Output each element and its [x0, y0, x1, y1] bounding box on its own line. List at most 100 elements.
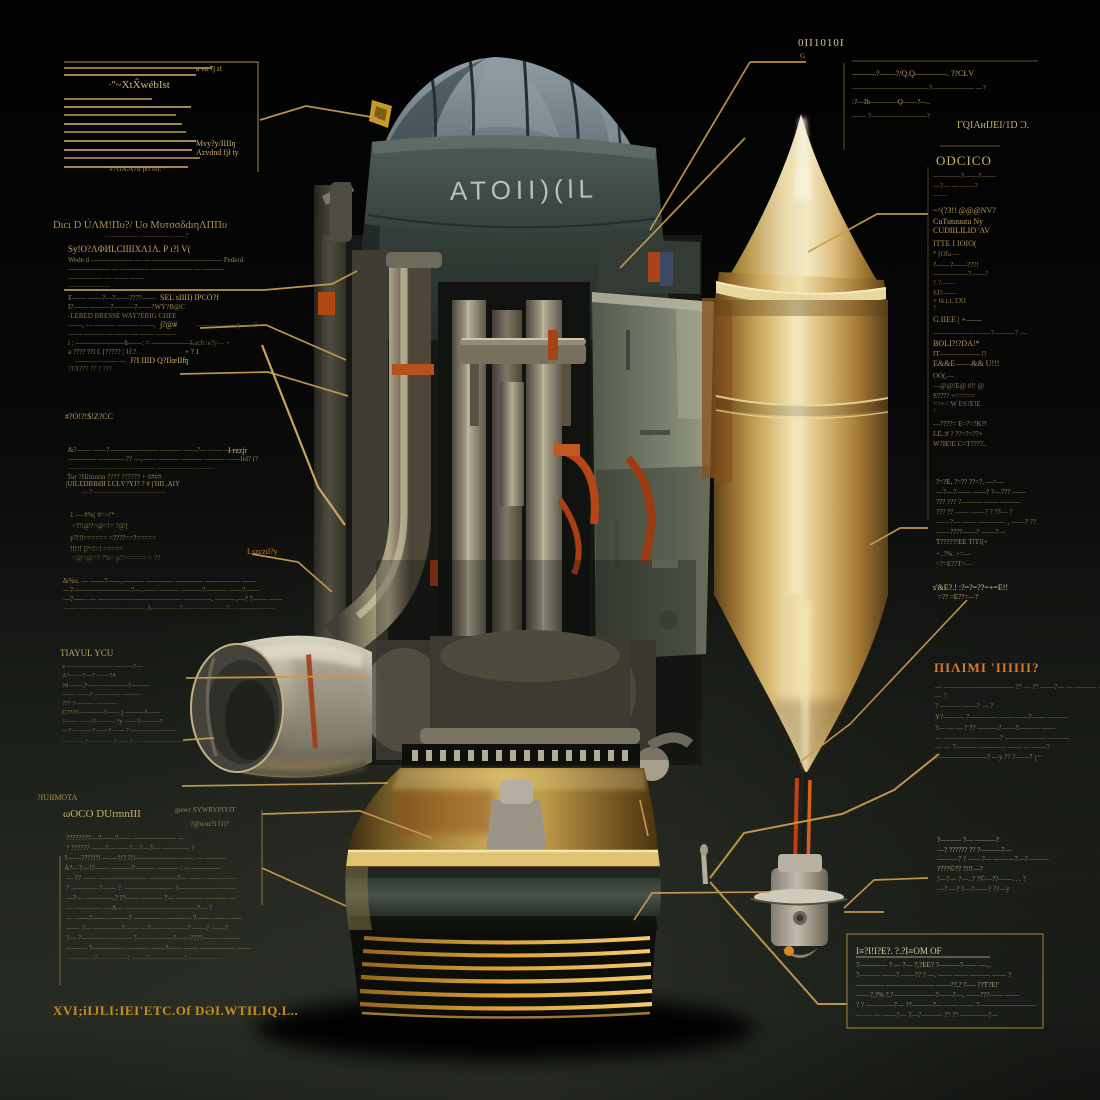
svg-text:Sy!O?ΛФИLCIIIIXΛ1Λ. P ı?l V(: Sy!O?ΛФИLCIIIIXΛ1Λ. P ı?l V( [68, 244, 191, 254]
svg-text:T?????!EE T!T!(+: T?????!EE T!T!(+ [936, 538, 988, 546]
svg-text:-LEBED BRESSE WAY?ERIG CHEE: -LEBED BRESSE WAY?ERIG CHEE [68, 312, 177, 320]
svg-text:— —————————— ?? — ?? ——?— — ——: — —————————— ?? — ?? ——?— — ——— — [934, 683, 1100, 691]
svg-text:——: —— [932, 191, 948, 199]
svg-text:=?? =E??=—?: =?? =E??=—? [938, 593, 978, 601]
svg-text:CuTutuuutu Ny: CuTutuuutu Ny [933, 217, 983, 226]
svg-text:IT——————!!: IT——————!! [933, 350, 986, 358]
svg-text:jpewr SYWRYPIYIT: jpewr SYWRYPIYIT [174, 806, 236, 814]
svg-text:—————— —: —————— — [74, 357, 127, 365]
svg-text:?=?E, ?=?? ??=?, —=—: ?=?E, ?=?? ??=?, —=— [936, 478, 1005, 486]
svg-text:?———— ? — ?— ?,?EE? ?———?—— —.: ?———— ? — ?— ?,?EE? ?———?—— —... [856, 961, 991, 969]
svg-text:————?—— ——? ——?—————? ———— —: ————?—— ——? ——?—————? ———— — [65, 954, 226, 962]
svg-text:Dıcı D ÚΛΜ!Πυ?/ Uo ΜυτσσδdıηΛΠ: Dıcı D ÚΛΜ!Πυ?/ Uo ΜυτσσδdıηΛΠΠυ [53, 219, 227, 231]
svg-text:—? ———— ——————: —? ———— —————— [81, 488, 167, 496]
svg-text:?—— ——?——— ?y ——?———?: ?—— ——?——— ?y ——?———? [62, 718, 163, 725]
svg-text:A?——?—? ——?4: A?——?—? ——?4 [62, 672, 116, 679]
svg-text:S???? +=====: S???? +===== [933, 392, 975, 400]
svg-text:????????—?——?—— —————— —: ????????—?——?—— —————— — [66, 834, 186, 842]
svg-text:a ——————— ———?—: a ——————— ———?— [62, 663, 143, 670]
svg-text:??? ??? ?——— —— ———: ??? ??? ?——— —— ——— [936, 498, 1022, 506]
svg-text:I rzzjr: I rzzjr [228, 446, 248, 455]
svg-text:—?— — ——?: —?— — ——? [932, 182, 978, 190]
svg-text:?——????!!! —.—!!? ?!!—————— ——: ?——????!!! —.—!!? ?!!—————— ——. — ——— [64, 854, 227, 862]
svg-text:ODCICO: ODCICO [936, 153, 992, 168]
svg-text:ITTE I IOIO(: ITTE I IOIO( [933, 239, 977, 248]
svg-text:y?!!!====== =????==?=====: y?!!!====== =????==?===== [70, 534, 156, 542]
svg-text:&%u. — ——?——,——— ———— ———— ———: &%u. — ——?——,——— ———— ———— ————— —— [63, 577, 257, 585]
svg-text:ΓQIAʜIJЕI/1D Ɔ.: ΓQIAʜIJЕI/1D Ɔ. [957, 120, 1029, 131]
svg-text:=?!!@?=@=!= ?@]: =?!!@?=@=!= ?@] [72, 522, 128, 530]
svg-text:—— ——————— ——— ————————: —— ——————— ——— ———————— [67, 464, 214, 472]
svg-text:Y?——— ?———— —— ——?—— ———: Y?——— ?———— —— ——?—— ——— [935, 713, 1069, 721]
svg-text:#?O!?!$!Z?CC: #?O!?!$!Z?CC [65, 412, 113, 421]
svg-text:—?—— ——————?—,—— ——— ———?——— —: —?—— ——————?—,—— ——— ———?——— ——?—— [62, 586, 260, 594]
svg-text:?d ——,?—— ————?———: ?d ——,?—— ————?——— [62, 682, 151, 689]
svg-text:~^(?3!! @@@NV?: ~^(?3!! @@@NV? [933, 206, 996, 215]
svg-text:—? —? ?—?——? ??—y: —? —? ?—?——? ??—y [936, 885, 1010, 893]
svg-text:!—?— ?—..? ?©—??——. . . ?: !—?— ?—..? ?©—??——. . . ? [937, 875, 1026, 883]
svg-text:—————— ——?———? —: —————— ——?———? — [932, 329, 1028, 337]
svg-text:OO(,—: OO(,— [933, 372, 955, 380]
svg-text:1 — #%( #=>!*: 1 — #%( #=>!* [70, 511, 115, 519]
svg-text:—@@!E@ #!! @: —@@!E@ #!! @ [932, 382, 985, 390]
svg-text:—????= E=?=?K?!: —????= E=?=?K?! [932, 420, 987, 428]
svg-text:— ?: — ? [934, 692, 947, 700]
svg-text:?——?——???!: ?——?——???! [933, 261, 979, 269]
svg-text:——????——? ——?—: ——????——? ——?— [935, 528, 1006, 536]
svg-text:Azvdnd fjł ty: Azvdnd fjł ty [196, 148, 239, 157]
svg-text:SJ?——: SJ?—— [933, 289, 958, 297]
svg-text:———— ————?? —,—— ——— ——— ——— —: ———— ————?? —,—— ——— ——— ——— ——lid? (? [67, 455, 258, 463]
svg-text:—?—— — ———————————— ————, ———,: —?—— — ———————————— ————, ———,—? ?—— —— [62, 595, 283, 603]
svg-text:a ???? ??l f. [????? | 1f.?: a ???? ??l f. [????? | 1f.? [68, 348, 136, 356]
svg-text:?: ? [933, 304, 936, 312]
svg-text:———————————?—————— —?: ———————————?—————— —? [851, 84, 986, 92]
svg-text:?——— ——? ——?? ? —. —— —— ———: ?——— ——? ——?? ? —. —— —— ——— —— ? [856, 971, 1011, 979]
svg-text:? ?????? ——?———?—?—?— ———— ?: ? ?????? ——?———?—?—?— ———— ? [66, 844, 194, 852]
svg-text:— ?? —— ——————— ————?— ——. ——: — ?? —— ——————— ————?— ——. —— —— [65, 874, 237, 882]
svg-text:·''~XtX̂wébIst: ·''~XtX̂wébIst [108, 78, 170, 91]
svg-text:+..?%. +=—: +..?%. +=— [936, 550, 972, 558]
svg-text:i : ———————h——: = ——————: i : ———————h——: = —————— [68, 339, 194, 347]
svg-text:——————: —————— [67, 282, 111, 290]
svg-text:— ————————? —————— ———: — ————————? —————— ——— [934, 734, 1070, 742]
svg-text:—————?——?: —————?——? [932, 270, 988, 278]
svg-text:j?@#: j?@# [159, 320, 177, 329]
svg-text:+ 6t t.t. £XI: + 6t t.t. £XI [933, 297, 967, 305]
svg-text:——?,?% ?,?——————?——?—, ——???—: ——?,?% ?,?——————?——?—, ——???—— —— [855, 991, 1020, 999]
svg-text:?@wuz?i f1i?: ?@wuz?i f1i? [190, 820, 229, 828]
svg-text:??? ?——— — ——: ??? ?——— — —— [62, 700, 118, 707]
svg-text:TIAYUL YCU: TIAYUL YCU [60, 648, 114, 658]
svg-text:I?—— ———?———?——?WY?B@C: I?—— ———?———?——?WY?B@C [68, 303, 185, 311]
svg-text:Lach :e?y— +: Lach :e?y— + [190, 339, 230, 347]
svg-text:—— — ?————?——?— ———————: —— — ?————?——?— ——————— [61, 738, 187, 745]
svg-text:— — — ——?— ?—?——— ?? ?? ————?—: — — — ——?— ?—?——— ?? ?? ————?— [855, 1011, 999, 1019]
svg-text:?I?I??? ?? ? ???: ?I?I??? ?? ? ??? [68, 365, 112, 373]
svg-text:Mvy?y/IIIIŋ: Mvy?y/IIIIŋ [196, 139, 236, 148]
svg-text:———? ? ——?— ———?—?———: ———? ? ——?— ———?—?——— [936, 855, 1050, 863]
svg-text:———?——?/Q.Ǫ————. ??CŁV: ———?——?/Q.Ǫ————. ??CŁV [851, 69, 974, 78]
svg-text:?———————? —y ?? ?——?: ?———————? —y ?? ?——? [935, 753, 1032, 761]
svg-text:— ———— —A— —————— ————?— ?: — ———— —A— —————— ————?— ? [65, 904, 212, 912]
svg-text:————— ———— ——?: ————— ———— ——? [104, 232, 189, 240]
svg-text:#7GA.A7il prt t#l: *: #7GA.A7il prt t#l: * [64, 165, 167, 173]
svg-text:XVI;iIJLI:IEI'ETC.Of DƏI.WTILI: XVI;iIJLI:IEI'ETC.Of DƏI.WTILIQ.L.. [53, 1003, 298, 1018]
svg-text:|UILEDBIbIII I.CŁV?YJ? ? # j'I: |UILEDBIbIII I.CŁV?YJ? ? # j'IIII ,AIY [66, 480, 180, 488]
svg-text:+ ? 1: + ? 1 [185, 348, 200, 356]
svg-text:??? ?? —— ——? ? ??— ?: ??? ?? —— ——? ? ??— ? [936, 508, 1013, 516]
svg-text:G.IIEE | +——: G.IIEE | +—— [933, 315, 983, 324]
svg-text:————— — —— ——: ————— — —— —— [67, 274, 144, 282]
svg-text:BOLI?!?DA!*: BOLI?!?DA!* [933, 339, 980, 348]
svg-text:—?—?—— ——? ?—??? ——: —?—?—— ——? ?—??? —— [935, 488, 1027, 496]
svg-text:=@=@=? ?%= p?====== = ??: =@=@=? ?%= p?====== = ?? [72, 554, 160, 562]
svg-text:G: G [800, 52, 805, 60]
svg-text:E&&E——&& U!!!: E&&E——&& U!!! [933, 359, 999, 368]
svg-text:I≡?I!I?E?. ?.?I≡OM OF: I≡?I!I?E?. ?.?I≡OM OF [856, 946, 942, 956]
svg-text:==+= W ES?E!E: ==+= W ES?E!E [933, 400, 981, 408]
svg-text:?——— ?— ———?: ?——— ?— ———? [937, 836, 999, 844]
svg-text:?— — — ? ?? ———?——?——— ——: ?— — — ? ?? ———?——?——— —— [935, 724, 1056, 732]
svg-text:E—— ——?—?——????——: E—— ——?—?——????—— [68, 294, 157, 302]
svg-text:!!!!! ]?=!=! =====: !!!!! ]?=!=! ===== [70, 545, 123, 553]
svg-text:?— ?———— ——— ?—— ———?——????——: ?— ?———— ——— ?—— ———?——????—— ——— [66, 934, 241, 942]
svg-text:——?— —— ———— , ——? ??: ——?— —— ———— , ——? ?? [935, 518, 1036, 526]
svg-text:ATOII)(lL: ATOII)(lL [450, 173, 599, 206]
